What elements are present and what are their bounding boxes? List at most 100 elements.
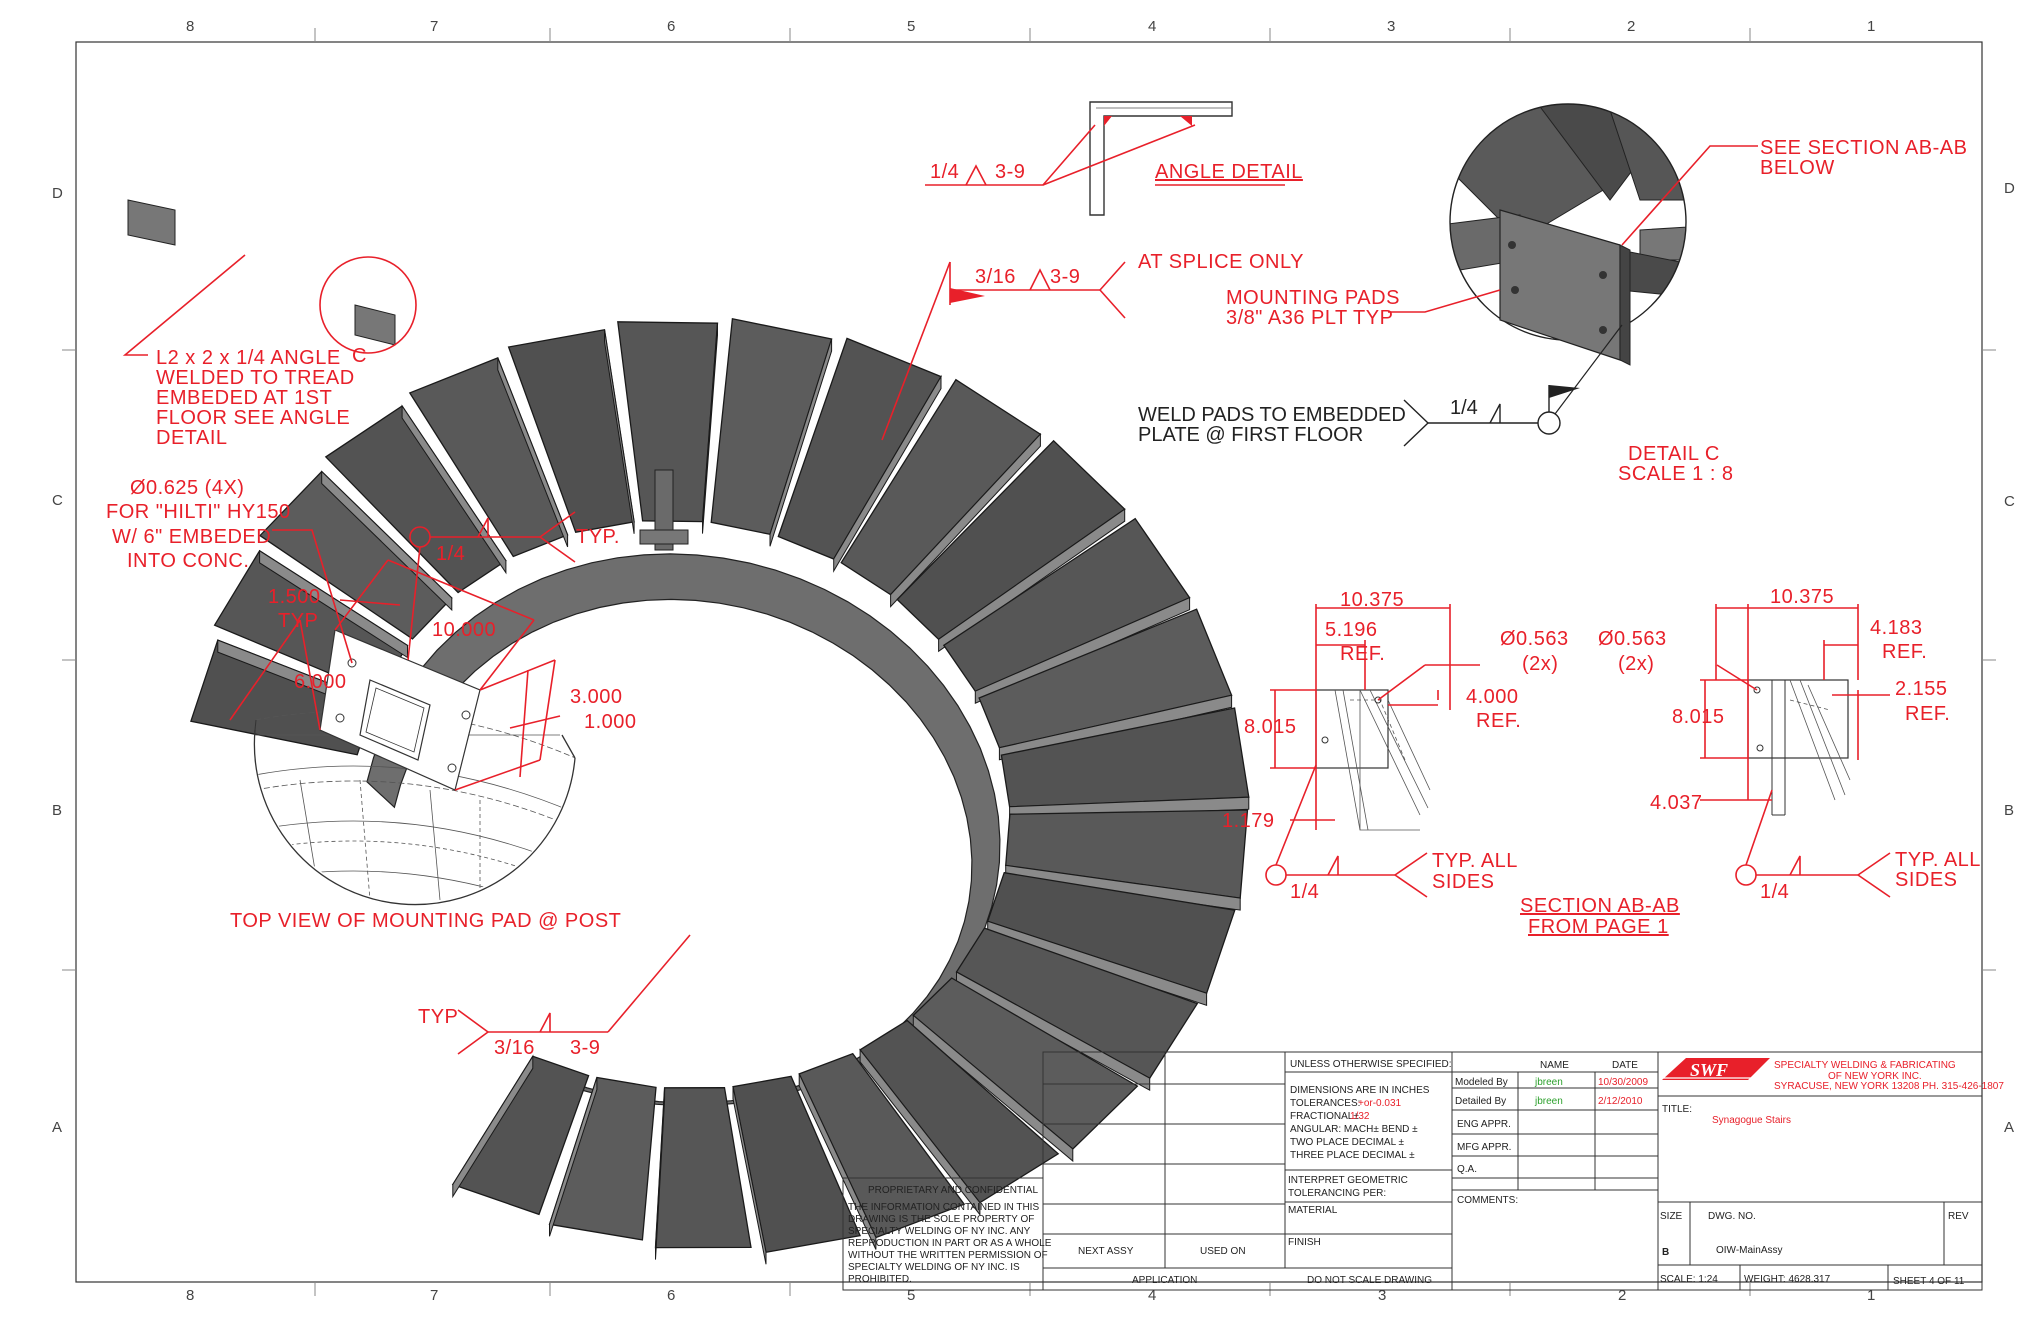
tb-fractional-value: 1/32 [1350, 1111, 1370, 1122]
support-post [639, 469, 689, 551]
zone-col-label: 4 [1148, 1287, 1156, 1304]
zone-row-label: A [2004, 1119, 2014, 1136]
top-view-dim: TYP [278, 610, 318, 632]
tb-size-value: B [1662, 1247, 1669, 1258]
section-title: SECTION AB-AB [1520, 895, 1680, 917]
stair-tread-edge [452, 1054, 534, 1199]
weld-pads-note-line2: PLATE @ FIRST FLOOR [1138, 424, 1363, 446]
tb-size-label: SIZE [1660, 1211, 1683, 1222]
weld-pads-size: 1/4 [1450, 397, 1478, 419]
zone-row-label: A [52, 1119, 62, 1136]
svg-text:L2 x 2 x 1/4 ANGLE: L2 x 2 x 1/4 ANGLE [156, 347, 341, 369]
tb-detailed-date: 2/12/2010 [1598, 1096, 1643, 1107]
detail-c-callout-letter: C [352, 345, 367, 367]
top-view-dim: 1.000 [584, 711, 637, 733]
mounting-pads-leader [1388, 289, 1501, 313]
tb-proprietary-text: THE INFORMATION CONTAINED IN THIS DRAWIN… [848, 1202, 1052, 1285]
stair-tread-edge [732, 1086, 767, 1265]
zone-row-label: B [52, 802, 62, 819]
top-view-caption: TOP VIEW OF MOUNTING PAD @ POST [230, 910, 621, 932]
drawing-border [75, 41, 1983, 1283]
stair-tread-edge [859, 1048, 981, 1217]
tb-tolerance-value: +or-0.031 [1358, 1098, 1402, 1109]
tb-used-on: USED ON [1200, 1246, 1246, 1257]
tb-weight: WEIGHT: 4628.317 [1744, 1274, 1831, 1285]
zone-col-label: 4 [1148, 18, 1156, 35]
see-section-note: SEE SECTION AB-AB [1760, 137, 1967, 159]
angle-detail [925, 101, 1285, 216]
tb-proprietary-title: PROPRIETARY AND CONFIDENTIAL [868, 1185, 1038, 1196]
svg-text:THE INFORMATION CONTAINED IN T: THE INFORMATION CONTAINED IN THIS [848, 1202, 1039, 1213]
section-left-dim: REF. [1340, 643, 1385, 665]
zone-col-label: 7 [430, 1287, 438, 1304]
section-left-dim: 10.375 [1340, 589, 1404, 611]
section-left-typ: SIDES [1432, 871, 1495, 893]
detail-c-title: DETAIL C [1628, 443, 1720, 465]
tb-dwg-value: OIW-MainAssy [1716, 1245, 1783, 1256]
tb-col-date: DATE [1612, 1060, 1638, 1071]
tb-col-name: NAME [1540, 1060, 1569, 1071]
svg-text:PROHIBITED.: PROHIBITED. [848, 1274, 912, 1285]
typ-weld-size: 3/16 [494, 1037, 535, 1059]
stair-end-bracket [127, 199, 176, 246]
section-left-dim: 4.000 [1466, 686, 1519, 708]
stair-tread-edge [401, 404, 507, 575]
svg-text:Ø0.625 (4X): Ø0.625 (4X) [130, 477, 244, 499]
hilti-note: Ø0.625 (4X) FOR "HILTI" HY150 W/ 6" EMBE… [106, 477, 291, 572]
section-right-typ: SIDES [1895, 869, 1958, 891]
svg-text:FLOOR SEE ANGLE: FLOOR SEE ANGLE [156, 407, 350, 429]
svg-text:WITHOUT THE WRITTEN PERMISSION: WITHOUT THE WRITTEN PERMISSION OF [848, 1250, 1048, 1261]
zone-col-label: 1 [1867, 18, 1875, 35]
tb-dwg-label: DWG. NO. [1708, 1211, 1756, 1222]
zone-row-label: C [52, 492, 63, 509]
tb-title-label: TITLE: [1662, 1104, 1692, 1115]
zone-col-label: 5 [907, 1287, 915, 1304]
stair-tread-edge [798, 1073, 877, 1250]
tb-sheet: SHEET 4 OF 11 [1893, 1276, 1965, 1287]
stair-tread-edge [549, 1077, 598, 1237]
tb-no-scale: DO NOT SCALE DRAWING [1307, 1275, 1432, 1286]
detail-c-view [1449, 103, 1687, 366]
svg-text:SWF: SWF [1690, 1060, 1728, 1080]
svg-text:INTO CONC.: INTO CONC. [127, 550, 249, 572]
see-section-note-line2: BELOW [1760, 157, 1835, 179]
stair-tread-edge [890, 432, 1041, 608]
tb-title-value: Synagogue Stairs [1712, 1115, 1791, 1126]
tb-modeled-by: Modeled By [1455, 1077, 1508, 1088]
zone-col-label: 8 [186, 18, 194, 35]
company-name-line2: OF NEW YORK INC. [1828, 1071, 1922, 1082]
zone-col-label: 6 [667, 1287, 675, 1304]
zone-col-label: 8 [186, 1287, 194, 1304]
stair-end-bracket [354, 304, 396, 346]
section-right-hole-qty: (2x) [1618, 653, 1654, 675]
zone-col-label: 2 [1618, 1287, 1626, 1304]
tb-rev-label: REV [1948, 1211, 1969, 1222]
zone-col-label: 3 [1387, 18, 1395, 35]
tb-interpret-line2: TOLERANCING PER: [1288, 1188, 1386, 1199]
stair-tread-edge [974, 596, 1191, 704]
weld-pads-symbol [1403, 324, 1623, 447]
zone-col-label: 5 [907, 18, 915, 35]
stair-tread-edge [956, 971, 1151, 1092]
stair-tread-edge [702, 323, 718, 534]
top-view-dim: 3.000 [570, 686, 623, 708]
tb-unless-specified: UNLESS OTHERWISE SPECIFIED: [1290, 1059, 1452, 1070]
top-view-typ: TYP. [576, 526, 620, 548]
zone-row-label: C [2004, 493, 2015, 510]
tb-next-assy: NEXT ASSY [1078, 1246, 1134, 1257]
detail-c-scale: SCALE 1 : 8 [1618, 463, 1734, 485]
stair-tread-edge [938, 508, 1126, 653]
tb-qa: Q.A. [1457, 1164, 1477, 1175]
zone-col-label: 3 [1378, 1287, 1386, 1304]
svg-text:FOR "HILTI" HY150: FOR "HILTI" HY150 [106, 501, 291, 523]
title-block-grid [842, 1051, 1983, 1291]
top-view-weld-size: 1/4 [436, 543, 465, 565]
svg-text:DRAWING IS THE SOLE PROPERTY O: DRAWING IS THE SOLE PROPERTY OF [848, 1214, 1034, 1225]
see-section-leader [1621, 145, 1758, 246]
svg-text:REPRODUCTION IN PART OR AS A W: REPRODUCTION IN PART OR AS A WHOLE [848, 1238, 1052, 1249]
stair-tread-edge [497, 357, 569, 548]
stair-tread-edge [321, 470, 453, 612]
section-left-dim: 1.179 [1222, 810, 1275, 832]
tb-scale: SCALE: 1:24 [1660, 1274, 1718, 1285]
